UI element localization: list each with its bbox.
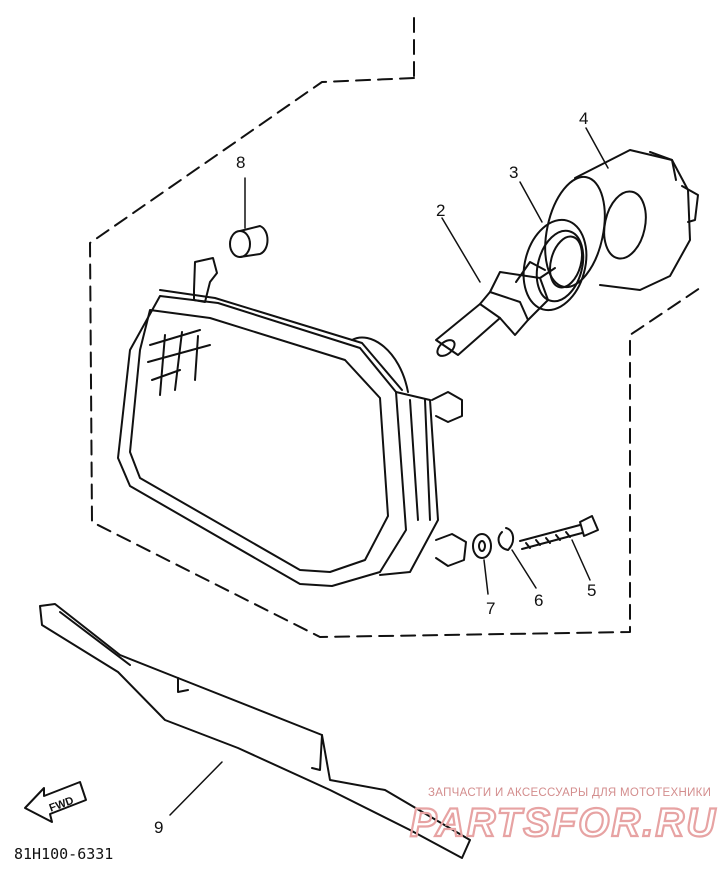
damper-strip: [39, 603, 471, 859]
part-label-6: 6: [534, 591, 543, 610]
bulb: [435, 261, 556, 357]
bulb-holder: [522, 218, 588, 312]
watermark-site: PARTSFOR.RU: [410, 801, 717, 845]
washer: [472, 533, 492, 559]
part-label-7: 7: [486, 599, 495, 618]
bolt: [519, 515, 599, 550]
part-label-2: 2: [436, 201, 445, 220]
part-label-5: 5: [587, 581, 596, 600]
part-label-4: 4: [579, 109, 588, 128]
diagram-code: 81H100-6331: [14, 845, 113, 863]
watermark: ЗАПЧАСТИ И АКСЕССУАРЫ ДЛЯ МОТОТЕХНИКИ PA…: [409, 787, 717, 846]
spring-washer: [497, 527, 514, 551]
part-label-8: 8: [236, 153, 245, 172]
rubber-cover: [544, 149, 699, 291]
headlight-unit: [117, 257, 467, 587]
assembly-boundary: [89, 17, 701, 638]
part-label-3: 3: [509, 163, 518, 182]
part-label-9: 9: [154, 818, 163, 837]
fwd-arrow: FWD: [24, 781, 87, 823]
watermark-caption: ЗАПЧАСТИ И АКСЕССУАРЫ ДЛЯ МОТОТЕХНИКИ: [428, 787, 711, 799]
leader-lines: [169, 127, 609, 816]
grommet: [229, 225, 269, 258]
